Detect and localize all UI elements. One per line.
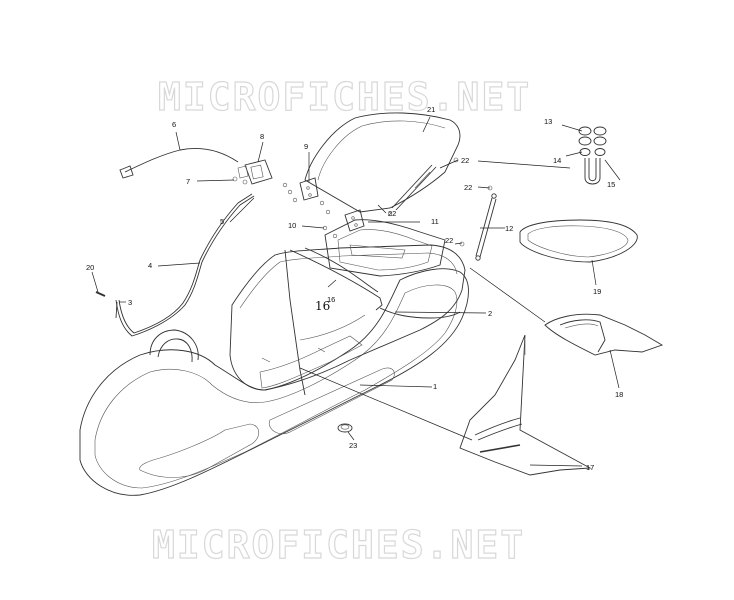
callout-5: 5 [220, 217, 224, 226]
callout-4: 4 [148, 261, 152, 270]
callout-2: 2 [488, 309, 492, 318]
callout-6: 6 [172, 120, 176, 129]
callout-15: 15 [607, 180, 615, 189]
callout-13: 13 [544, 117, 552, 126]
gas-strut-12 [475, 193, 497, 261]
grommet [337, 423, 353, 433]
callout-12: 12 [505, 224, 513, 233]
callout-21: 21 [427, 105, 435, 114]
callout-17: 17 [586, 463, 594, 472]
callout-11: 11 [431, 217, 439, 226]
callout-23: 23 [349, 441, 357, 450]
watermark-bottom: MICROFICHES.NET [152, 523, 525, 567]
callout-22-b: 22 [464, 183, 472, 192]
side-panel-18 [544, 313, 664, 356]
callout-1: 1 [433, 382, 437, 391]
side-rail [379, 307, 461, 319]
gas-strut-upper [391, 164, 437, 211]
fasteners [232, 157, 493, 247]
seat-tub [229, 244, 466, 396]
callout-7: 7 [186, 177, 190, 186]
watermark-top: MICROFICHES.NET [158, 75, 531, 119]
callout-19: 19 [593, 287, 601, 296]
release-cable [124, 148, 239, 173]
callout-10: 10 [288, 221, 296, 230]
latch-assembly [237, 159, 273, 185]
callout-22-a: 22 [461, 156, 469, 165]
callout-16-large: 16 [315, 299, 330, 313]
storage-lid [304, 112, 461, 213]
callout-22-c: 22 [388, 209, 396, 218]
u-bolt-kit [578, 126, 607, 185]
body-shell [79, 268, 469, 496]
hinge-left [299, 177, 319, 201]
callout-14: 14 [553, 156, 561, 165]
callout-numbers: 1 2 3 4 5 6 7 8 9 10 11 12 13 14 15 16 1… [86, 105, 623, 472]
callout-18: 18 [615, 390, 623, 399]
hinge-right [344, 209, 365, 232]
callout-22-d: 22 [445, 236, 453, 245]
leader-lines [91, 116, 621, 467]
rear-compartment [324, 219, 446, 277]
support-rod [115, 193, 255, 337]
floor-panel-17 [459, 334, 592, 476]
callout-16: 16 [327, 295, 335, 304]
seat-pad [519, 219, 638, 263]
callout-3: 3 [128, 298, 132, 307]
callout-20: 20 [86, 263, 94, 272]
pin [95, 291, 106, 297]
callout-8: 8 [260, 132, 264, 141]
callout-9: 9 [304, 142, 308, 151]
